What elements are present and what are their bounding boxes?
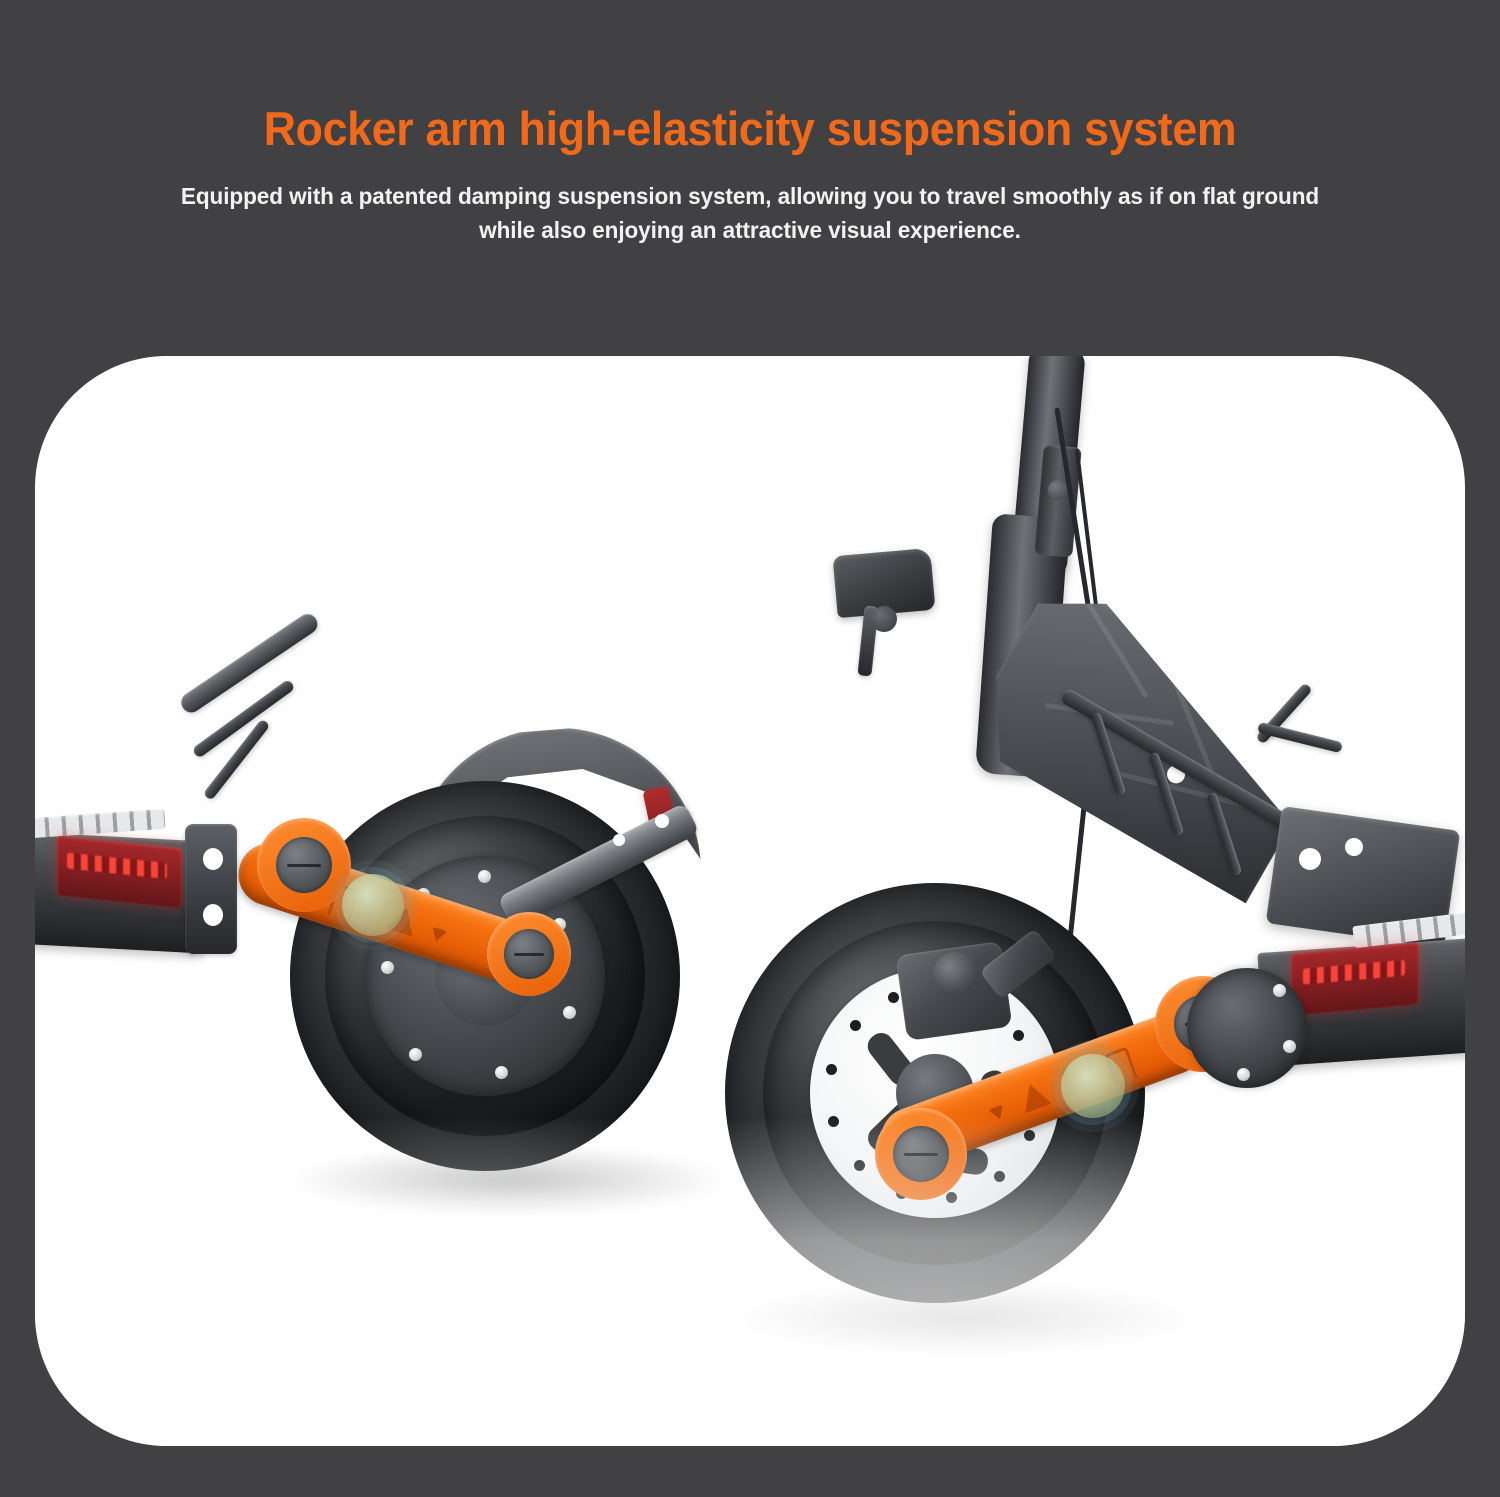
product-illustration [35, 356, 1465, 1446]
left-damper-indicator [342, 874, 404, 936]
left-strut-bolt-2 [613, 834, 625, 846]
disc-hole [994, 1171, 1005, 1182]
hub-bolt [478, 870, 491, 883]
knuckle-bolt [1273, 984, 1286, 997]
right-headlight-pivot [871, 606, 897, 632]
disc-hole [828, 1116, 839, 1127]
right-rocker-pivot-lower [875, 1108, 967, 1200]
left-rocker-pivot-front [487, 912, 571, 996]
disc-hole [826, 1064, 837, 1075]
panel-rib [1081, 594, 1149, 698]
page-title: Rocker arm high-elasticity suspension sy… [263, 102, 1237, 155]
right-damper-indicator [1061, 1054, 1125, 1118]
disc-hole [1024, 1130, 1035, 1141]
right-frame-hole-2 [1345, 838, 1363, 856]
right-axle-knuckle [1187, 968, 1307, 1088]
knuckle-bolt [1283, 1040, 1296, 1053]
right-tail-led-row [1303, 959, 1405, 985]
right-clamp-button [1048, 480, 1068, 500]
left-rocker-pivot-rear [257, 818, 351, 912]
left-bracket-hole-1 [203, 848, 223, 870]
left-bracket-hole-2 [203, 904, 223, 926]
disc-hole [1013, 1030, 1024, 1041]
hub-bolt [409, 1048, 422, 1061]
pivot-bolt-slot [514, 953, 544, 956]
right-tail-light [1291, 942, 1419, 1016]
page-subtitle: Equipped with a patented damping suspens… [180, 183, 1320, 244]
rocker-emboss-dot [428, 926, 448, 944]
knuckle-bolt [1237, 1068, 1250, 1081]
left-tail-led-row [67, 852, 167, 879]
left-motor-bracket [185, 824, 237, 954]
product-image-card [35, 356, 1465, 1446]
left-strut-bolt-1 [655, 814, 669, 828]
disc-hole [946, 1192, 957, 1203]
pivot-bolt-slot [904, 1153, 938, 1156]
hub-bolt [563, 1006, 576, 1019]
rocker-emboss-dot [987, 1104, 1008, 1122]
disc-hole [854, 1160, 865, 1171]
hub-bolt [495, 1066, 508, 1079]
rocker-emboss-triangle [1016, 1079, 1052, 1114]
right-caliper-knob [933, 952, 977, 996]
left-upper-frame-arm [177, 610, 322, 717]
right-hook-b [1256, 721, 1344, 754]
left-grip-tape [35, 808, 166, 840]
disc-hole [888, 992, 899, 1003]
hub-bolt [381, 961, 394, 974]
pivot-bolt-slot [287, 864, 321, 867]
header: Rocker arm high-elasticity suspension sy… [0, 0, 1500, 247]
right-frame-hole-1 [1299, 848, 1321, 870]
disc-hole [850, 1020, 861, 1031]
